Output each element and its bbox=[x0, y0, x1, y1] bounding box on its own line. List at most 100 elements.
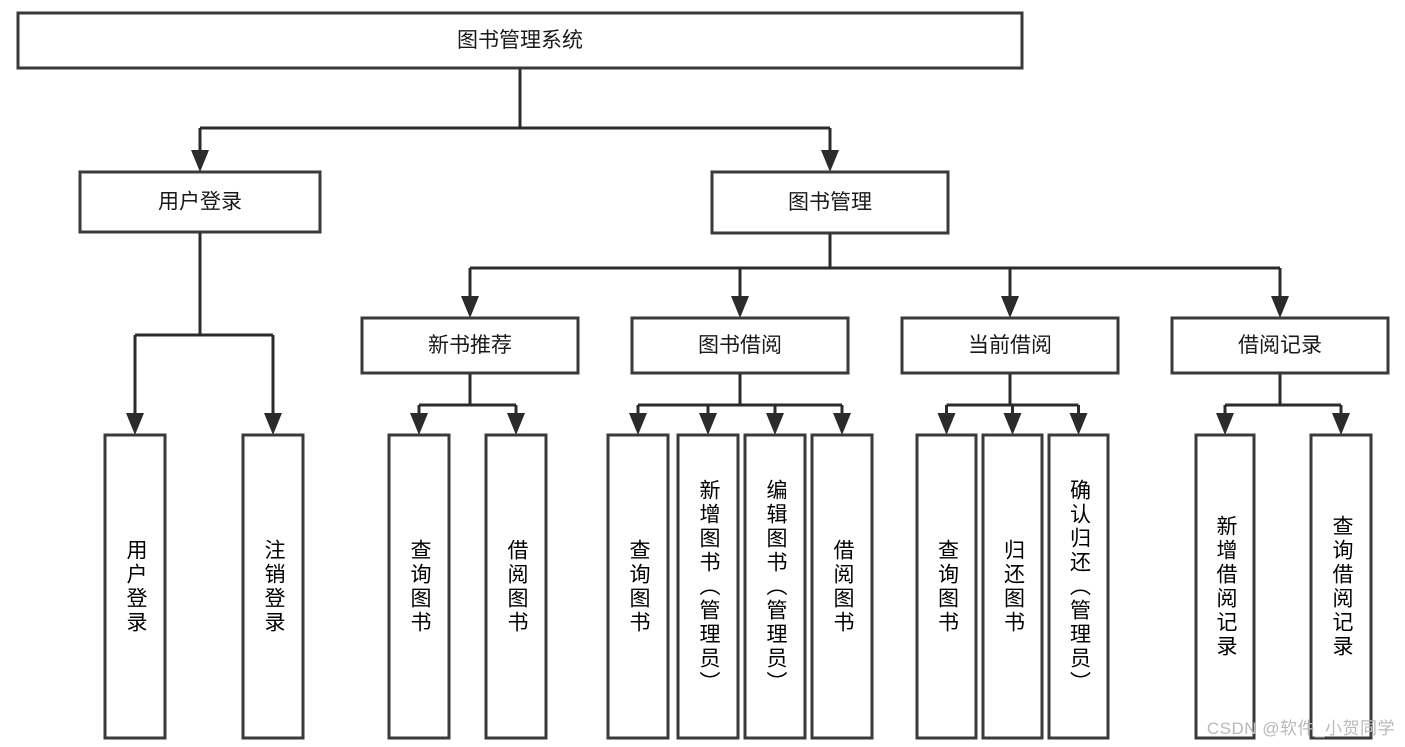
node-book-management[interactable]: 图书管理 bbox=[710, 170, 950, 235]
connector-group-root bbox=[191, 68, 839, 172]
node-borrow-record[interactable]: 借阅记录 bbox=[1170, 316, 1390, 375]
node-label-leaf-user-logout: 注销登录 bbox=[262, 538, 285, 635]
node-label-borrow-record: 借阅记录 bbox=[1238, 334, 1322, 357]
node-box-leaf-user-logout bbox=[241, 433, 305, 740]
node-box-leaf-query-book-2 bbox=[606, 433, 670, 740]
node-leaf-user-logout[interactable]: 注销登录 bbox=[241, 433, 305, 740]
arrow-head-leaf-user-logout bbox=[264, 413, 282, 435]
node-box-leaf-add-book bbox=[676, 433, 740, 740]
node-label-new-book-recommend: 新书推荐 bbox=[428, 334, 512, 357]
node-label-wrap-leaf-return-book: 归还图书 bbox=[1001, 538, 1025, 635]
node-box-new-book-recommend bbox=[360, 316, 580, 375]
node-label-wrap-leaf-query-book-1: 查询图书 bbox=[408, 538, 431, 635]
node-new-book-recommend[interactable]: 新书推荐 bbox=[360, 316, 580, 375]
arrow-head-leaf-query-book-1 bbox=[410, 413, 428, 435]
node-label-leaf-add-record: 新增借阅记录 bbox=[1214, 514, 1237, 659]
node-box-book-borrow bbox=[630, 316, 850, 375]
connector-group-borrow-record bbox=[1216, 373, 1350, 435]
connector-group-new-book-recommend bbox=[410, 373, 525, 435]
node-leaf-query-book-1[interactable]: 查询图书 bbox=[387, 433, 451, 740]
connector-layer bbox=[126, 68, 1350, 435]
node-leaf-query-book-2[interactable]: 查询图书 bbox=[606, 433, 670, 740]
node-label-root: 图书管理系统 bbox=[457, 29, 583, 52]
node-root[interactable]: 图书管理系统 bbox=[16, 11, 1024, 70]
arrow-head-leaf-add-record bbox=[1216, 413, 1234, 435]
node-label-leaf-return-book: 归还图书 bbox=[1001, 538, 1025, 635]
arrow-head-current-borrow bbox=[1001, 296, 1019, 318]
arrow-head-leaf-query-record bbox=[1332, 413, 1350, 435]
node-leaf-add-record[interactable]: 新增借阅记录 bbox=[1194, 433, 1256, 740]
node-label-wrap-leaf-user-login: 用户登录 bbox=[124, 538, 147, 635]
node-box-leaf-confirm-return bbox=[1047, 433, 1110, 740]
arrow-head-book-management bbox=[821, 150, 839, 172]
node-leaf-edit-book[interactable]: 编辑图书（管理员） bbox=[743, 433, 807, 740]
node-label-leaf-query-book-1: 查询图书 bbox=[408, 538, 431, 635]
node-box-leaf-user-login bbox=[103, 433, 167, 740]
arrow-head-leaf-query-book-2 bbox=[629, 413, 647, 435]
node-box-leaf-borrow-book-2 bbox=[810, 433, 874, 740]
arrow-head-book-borrow bbox=[731, 296, 749, 318]
node-box-current-borrow bbox=[900, 316, 1120, 375]
node-label-leaf-add-book: 新增图书（管理员） bbox=[697, 478, 720, 695]
node-label-leaf-query-record: 查询借阅记录 bbox=[1330, 514, 1353, 659]
connector-group-book-borrow bbox=[629, 373, 851, 435]
node-label-leaf-borrow-book-1: 借阅图书 bbox=[505, 538, 528, 635]
arrow-head-leaf-add-book bbox=[699, 413, 717, 435]
node-label-wrap-leaf-add-book: 新增图书（管理员） bbox=[697, 478, 720, 695]
node-label-leaf-borrow-book-2: 借阅图书 bbox=[831, 538, 854, 635]
node-box-leaf-edit-book bbox=[743, 433, 807, 740]
node-label-book-management: 图书管理 bbox=[788, 191, 872, 214]
node-label-book-borrow: 图书借阅 bbox=[698, 334, 782, 357]
node-label-wrap-leaf-borrow-book-2: 借阅图书 bbox=[831, 538, 854, 635]
node-leaf-query-record[interactable]: 查询借阅记录 bbox=[1309, 433, 1373, 740]
node-layer: 图书管理系统用户登录图书管理新书推荐图书借阅当前借阅借阅记录用户登录注销登录查询… bbox=[16, 11, 1390, 740]
node-label-user-login: 用户登录 bbox=[158, 191, 242, 214]
arrow-head-leaf-borrow-book-1 bbox=[507, 413, 525, 435]
arrow-head-leaf-confirm-return bbox=[1069, 413, 1088, 435]
node-label-wrap-leaf-query-book-3: 查询图书 bbox=[935, 538, 959, 635]
node-leaf-user-login[interactable]: 用户登录 bbox=[103, 433, 167, 740]
arrow-head-leaf-return-book bbox=[1003, 413, 1022, 435]
node-box-leaf-return-book bbox=[981, 433, 1044, 740]
node-leaf-borrow-book-1[interactable]: 借阅图书 bbox=[484, 433, 548, 740]
node-label-wrap-leaf-borrow-book-1: 借阅图书 bbox=[505, 538, 528, 635]
node-label-leaf-query-book-2: 查询图书 bbox=[627, 538, 650, 635]
arrow-head-leaf-edit-book bbox=[766, 413, 784, 435]
node-box-leaf-borrow-book-1 bbox=[484, 433, 548, 740]
arrow-head-leaf-query-book-3 bbox=[937, 413, 956, 435]
node-box-leaf-query-record bbox=[1309, 433, 1373, 740]
node-box-leaf-query-book-1 bbox=[387, 433, 451, 740]
node-user-login[interactable]: 用户登录 bbox=[78, 170, 322, 234]
node-label-wrap-leaf-add-record: 新增借阅记录 bbox=[1214, 514, 1237, 659]
node-box-root bbox=[16, 11, 1024, 70]
node-box-leaf-query-book-3 bbox=[915, 433, 978, 740]
node-current-borrow[interactable]: 当前借阅 bbox=[900, 316, 1120, 375]
node-leaf-query-book-3[interactable]: 查询图书 bbox=[915, 433, 978, 740]
node-label-wrap-leaf-query-book-2: 查询图书 bbox=[627, 538, 650, 635]
connector-group-current-borrow bbox=[937, 373, 1088, 435]
node-book-borrow[interactable]: 图书借阅 bbox=[630, 316, 850, 375]
node-leaf-borrow-book-2[interactable]: 借阅图书 bbox=[810, 433, 874, 740]
node-leaf-confirm-return[interactable]: 确认归还（管理员） bbox=[1047, 433, 1110, 740]
node-label-leaf-edit-book: 编辑图书（管理员） bbox=[764, 478, 787, 695]
node-leaf-return-book[interactable]: 归还图书 bbox=[981, 433, 1044, 740]
node-box-borrow-record bbox=[1170, 316, 1390, 375]
node-label-wrap-leaf-edit-book: 编辑图书（管理员） bbox=[764, 478, 787, 695]
node-label-leaf-confirm-return: 确认归还（管理员） bbox=[1067, 478, 1091, 695]
node-box-leaf-add-record bbox=[1194, 433, 1256, 740]
arrow-head-leaf-user-login bbox=[126, 413, 144, 435]
arrow-head-borrow-record bbox=[1271, 296, 1289, 318]
connector-group-user-login bbox=[126, 232, 282, 435]
connector-group-book-management bbox=[461, 233, 1289, 318]
node-label-current-borrow: 当前借阅 bbox=[968, 334, 1052, 357]
node-label-wrap-leaf-query-record: 查询借阅记录 bbox=[1330, 514, 1353, 659]
node-box-user-login bbox=[78, 170, 322, 234]
node-leaf-add-book[interactable]: 新增图书（管理员） bbox=[676, 433, 740, 740]
arrow-head-leaf-borrow-book-2 bbox=[833, 413, 851, 435]
node-box-book-management bbox=[710, 170, 950, 235]
arrow-head-user-login bbox=[191, 150, 209, 172]
node-label-leaf-user-login: 用户登录 bbox=[124, 538, 147, 635]
node-label-leaf-query-book-3: 查询图书 bbox=[935, 538, 959, 635]
